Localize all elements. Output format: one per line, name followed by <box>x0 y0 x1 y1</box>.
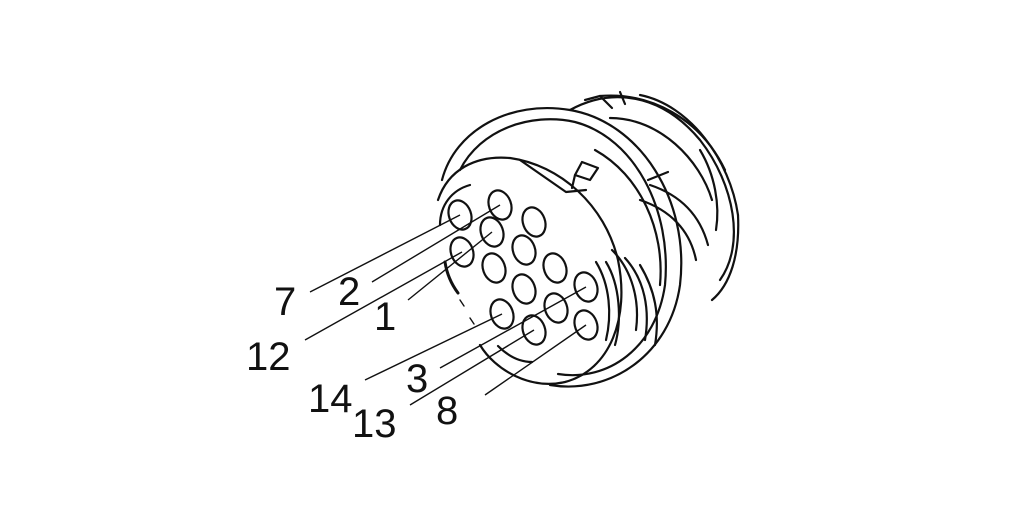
pin-b <box>511 234 537 266</box>
leader-3 <box>439 286 587 369</box>
pin-a <box>521 206 547 238</box>
leader-2 <box>371 204 501 283</box>
pin-label-7: 7 <box>274 280 296 324</box>
pin-label-3: 3 <box>406 357 428 401</box>
pin-label-12: 12 <box>246 335 291 379</box>
leader-12 <box>304 251 463 341</box>
connector-front-face <box>436 156 623 385</box>
pin-labels: 7 2 1 12 14 3 13 8 <box>246 270 458 446</box>
pin-d <box>542 252 568 284</box>
pin-label-14: 14 <box>308 377 353 421</box>
leader-7 <box>309 214 461 293</box>
pin-f <box>543 292 569 324</box>
connector-rear-body <box>568 90 740 302</box>
pin-label-13: 13 <box>352 402 397 446</box>
leader-8 <box>484 324 587 396</box>
connector-flange <box>440 107 683 388</box>
leader-13 <box>409 329 535 406</box>
leader-1 <box>407 231 493 301</box>
pin-label-8: 8 <box>436 389 458 433</box>
leader-14 <box>364 313 503 381</box>
pin-label-2: 2 <box>338 270 360 314</box>
leader-lines <box>304 204 587 406</box>
pin-c <box>481 252 507 284</box>
pin-e <box>511 273 537 305</box>
connector-pins <box>447 189 599 346</box>
pin-label-1: 1 <box>374 295 396 339</box>
